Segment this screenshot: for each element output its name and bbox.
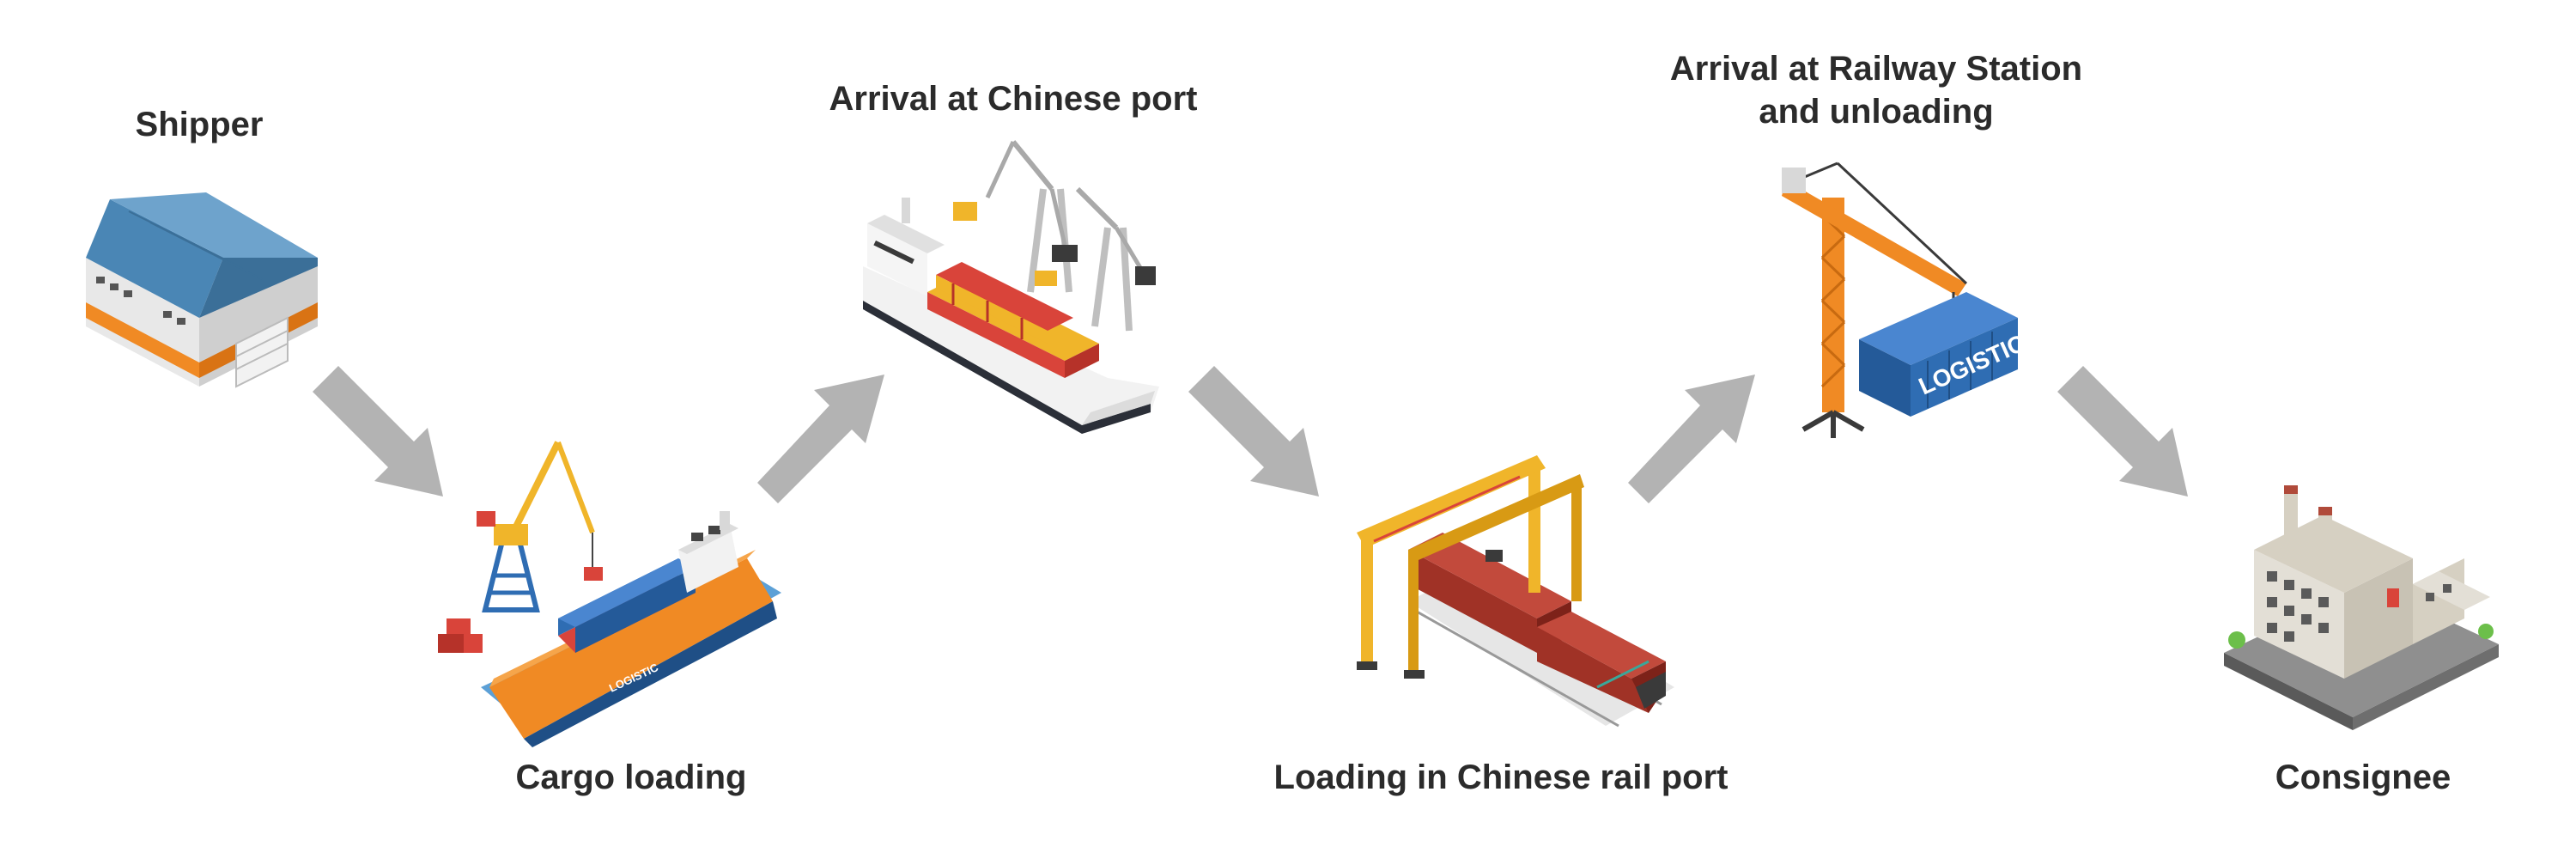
cargo-ship-loading-icon: LOGISTIC [438, 441, 781, 747]
tower-crane-container-icon: LOGISTICS [1782, 161, 2044, 438]
step-label-shipper: Shipper [136, 106, 264, 143]
flow-arrow-5 [2057, 366, 2188, 497]
port-cranes-ship-icon [863, 140, 1159, 434]
step-label-cargo-loading: Cargo loading [516, 758, 747, 796]
gantry-crane-train-icon [1357, 455, 1674, 728]
step-label-loading-rail-port: Loading in Chinese rail port [1274, 758, 1728, 796]
flow-arrow-3 [1188, 366, 1319, 497]
factory-icon [2224, 485, 2499, 730]
step-label-arrival-railway-line1: Arrival at Railway Station [1670, 50, 2082, 88]
step-label-arrival-chinese-port: Arrival at Chinese port [829, 80, 1197, 118]
step-label-consignee: Consignee [2275, 758, 2451, 796]
flow-arrow-1 [313, 366, 443, 497]
warehouse-icon [86, 192, 318, 388]
flow-arrow-2 [757, 375, 884, 503]
step-label-arrival-railway-line2: and unloading [1759, 93, 1993, 131]
flow-arrow-4 [1628, 375, 1755, 503]
